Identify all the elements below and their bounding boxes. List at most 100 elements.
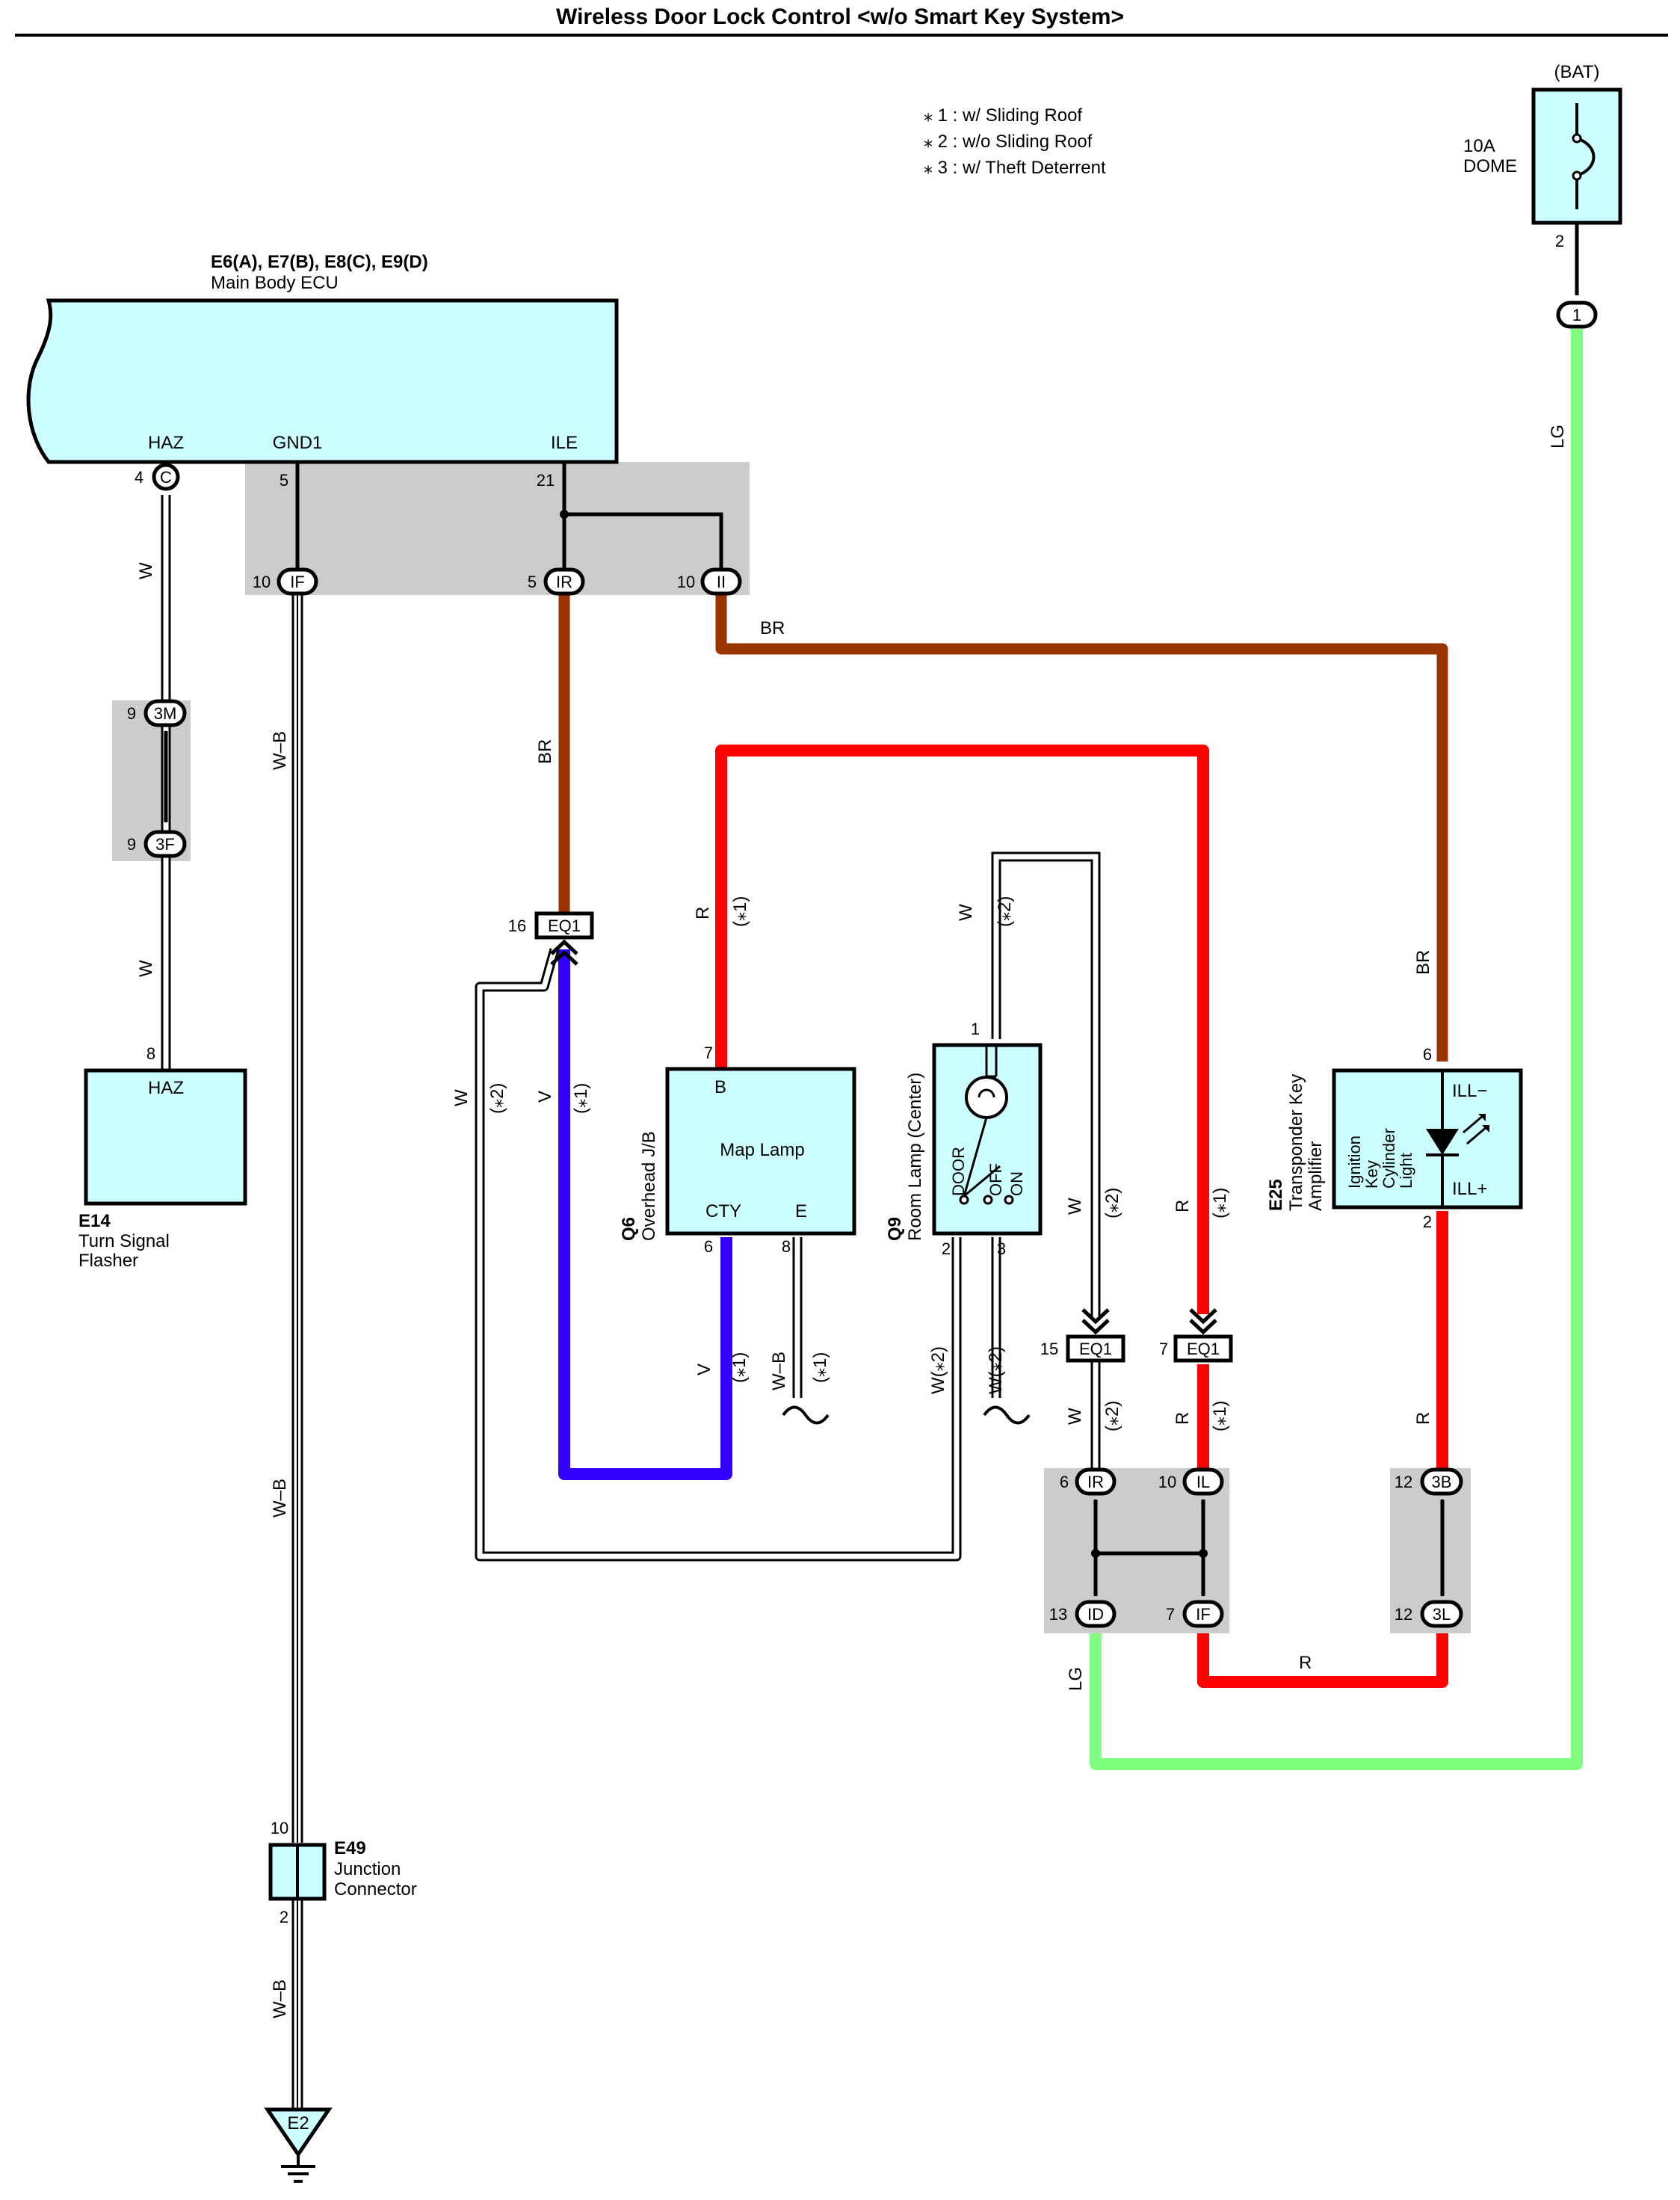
- maplamp-term-e: E: [795, 1201, 807, 1221]
- connector-ii-pin: 10: [677, 573, 695, 591]
- connector-j-il: [1182, 1467, 1224, 1496]
- lbl-lg-1: LG: [1548, 425, 1568, 449]
- lbl-r-1: R: [693, 907, 713, 919]
- lbl-lg-2: LG: [1066, 1667, 1086, 1691]
- connector-if-top-pin: 10: [253, 573, 271, 591]
- bat-fuse: (BAT) 10A DOME 2: [1463, 62, 1622, 250]
- ecu-term-gnd1: GND1: [273, 433, 323, 453]
- lbl-br-2: BR: [760, 618, 785, 638]
- roomlamp-pin-2: 2: [942, 1239, 951, 1258]
- connector-j-ir-pin: 6: [1060, 1473, 1069, 1491]
- room-lamp: DOOR OFF ON 1 2 3 Q9 Room Lamp (Center): [885, 1020, 1043, 1258]
- junction-line2: Connector: [334, 1879, 417, 1899]
- lbl-v-1: V: [535, 1091, 555, 1103]
- connector-ir-top: [543, 567, 585, 596]
- connector-if-top-code: IF: [290, 573, 305, 591]
- transponder-pin-2: 2: [1423, 1213, 1432, 1231]
- connector-c-pin: 4: [135, 468, 143, 487]
- roomlamp-id: Q9: [885, 1217, 905, 1241]
- connector-3b: [1420, 1467, 1463, 1496]
- connector-3l: [1420, 1600, 1463, 1628]
- fuse-pin: 2: [1555, 232, 1564, 250]
- flasher-pin: 8: [146, 1044, 155, 1063]
- main-body-ecu: E6(A), E7(B), E8(C), E9(D) Main Body ECU…: [26, 252, 619, 464]
- connector-3b-pin: 12: [1395, 1473, 1412, 1491]
- connector-if-top: [277, 567, 318, 596]
- ecu-name: Main Body ECU: [211, 273, 339, 293]
- junction-pin-bottom: 2: [280, 1908, 288, 1926]
- transponder-inner-3: Cylinder: [1380, 1128, 1398, 1189]
- connector-ii-code: II: [717, 573, 726, 591]
- lbl-w-1: W: [136, 562, 156, 579]
- transponder-inner-2: Key: [1362, 1160, 1381, 1189]
- transponder-term-plus: ILL+: [1452, 1179, 1487, 1199]
- connector-j-id-pin: 13: [1049, 1605, 1067, 1624]
- junction-line1: Junction: [334, 1859, 401, 1879]
- connector-eq1-7-pin: 7: [1159, 1340, 1168, 1358]
- wire-v: [558, 949, 732, 1480]
- connector-bat-1-code: 1: [1572, 306, 1581, 324]
- wire-r-bottom: [1197, 1633, 1448, 1688]
- bat-label: (BAT): [1554, 62, 1600, 82]
- fuse-rating: 10A: [1463, 136, 1495, 156]
- sw-off: OFF: [986, 1163, 1005, 1196]
- lbl-w-2: W: [136, 960, 156, 977]
- connector-3l-pin: 12: [1395, 1605, 1412, 1624]
- connector-eq1-16: [534, 911, 594, 940]
- lbl-w-s2-a: W(⁎2): [928, 1346, 948, 1394]
- transponder-inner-1: Ignition: [1345, 1136, 1364, 1189]
- connector-bat-1: [1556, 301, 1598, 329]
- connector-j-id-code: ID: [1087, 1605, 1104, 1624]
- connector-eq1-15-pin: 15: [1040, 1340, 1058, 1358]
- room-lamp-switch-icon: [963, 1045, 1001, 1198]
- note-1: ⁎ 1 : w/ Sliding Roof: [924, 105, 1082, 126]
- maplamp-id: Q6: [619, 1217, 639, 1241]
- flasher-term: HAZ: [148, 1078, 184, 1098]
- lbl-wb-1: W–B: [270, 731, 290, 770]
- wire-br-ii: [715, 595, 1448, 1062]
- lbl-w-room2: W: [1065, 1198, 1085, 1215]
- wire-lg: [1090, 329, 1583, 1770]
- wire-end-tilde-2: [983, 1405, 1031, 1425]
- transponder-key-amplifier: ILL− ILL+ Ignition Key Cylinder Light 6 …: [1266, 1045, 1523, 1231]
- maplamp-term-b: B: [714, 1077, 726, 1097]
- maplamp-name: Overhead J/B: [639, 1131, 659, 1241]
- ecu-term-haz: HAZ: [148, 433, 184, 453]
- connector-3f-pin: 9: [127, 835, 136, 854]
- lbl-s1-v: (⁎1): [571, 1083, 591, 1114]
- connector-eq1-15: [1066, 1334, 1125, 1363]
- lbl-s1-wb: (⁎1): [810, 1352, 830, 1383]
- maplamp-pin-b: 7: [704, 1044, 713, 1062]
- map-lamp: B Map Lamp CTY E 7 6 8 Q6 Overhead J/B: [619, 1044, 856, 1256]
- wire-w-eq1-door: [475, 948, 962, 1562]
- transponder-id: E25: [1266, 1179, 1286, 1211]
- transponder-name-2: Amplifier: [1306, 1141, 1326, 1211]
- lbl-v-2: V: [694, 1364, 714, 1375]
- lbl-br-3: BR: [1413, 950, 1433, 975]
- connector-j-il-code: IL: [1196, 1473, 1210, 1491]
- lbl-s2-eq1: (⁎2): [487, 1083, 507, 1114]
- connector-3f-code: 3F: [155, 835, 175, 854]
- connector-ii: [700, 567, 742, 596]
- lbl-w-room3: W: [1065, 1408, 1085, 1425]
- note-2: ⁎ 2 : w/o Sliding Roof: [924, 132, 1093, 152]
- ground-icon: [264, 2107, 333, 2158]
- lbl-s2-room3: (⁎2): [1102, 1401, 1122, 1432]
- ecu-term-ile: ILE: [551, 433, 578, 453]
- wire-w-roomlamp: [991, 851, 1101, 1469]
- roomlamp-pin-3: 3: [997, 1239, 1006, 1258]
- wire-end-tilde-1: [782, 1405, 830, 1425]
- lbl-r-2: R: [1173, 1200, 1193, 1213]
- maplamp-term-cty: CTY: [705, 1201, 741, 1221]
- connector-j-if-code: IF: [1196, 1605, 1211, 1624]
- sw-door: DOOR: [949, 1147, 968, 1196]
- transponder-inner-4: Light: [1397, 1153, 1415, 1189]
- maplamp-label: Map Lamp: [720, 1140, 804, 1160]
- lbl-r-5: R: [1299, 1653, 1312, 1673]
- lbl-r-3: R: [1173, 1412, 1193, 1425]
- lbl-w-eq1: W: [451, 1089, 472, 1106]
- flasher-line1: Turn Signal: [78, 1231, 170, 1251]
- note-3: ⁎ 3 : w/ Theft Deterrent: [924, 158, 1106, 178]
- roomlamp-name: Room Lamp (Center): [905, 1073, 925, 1241]
